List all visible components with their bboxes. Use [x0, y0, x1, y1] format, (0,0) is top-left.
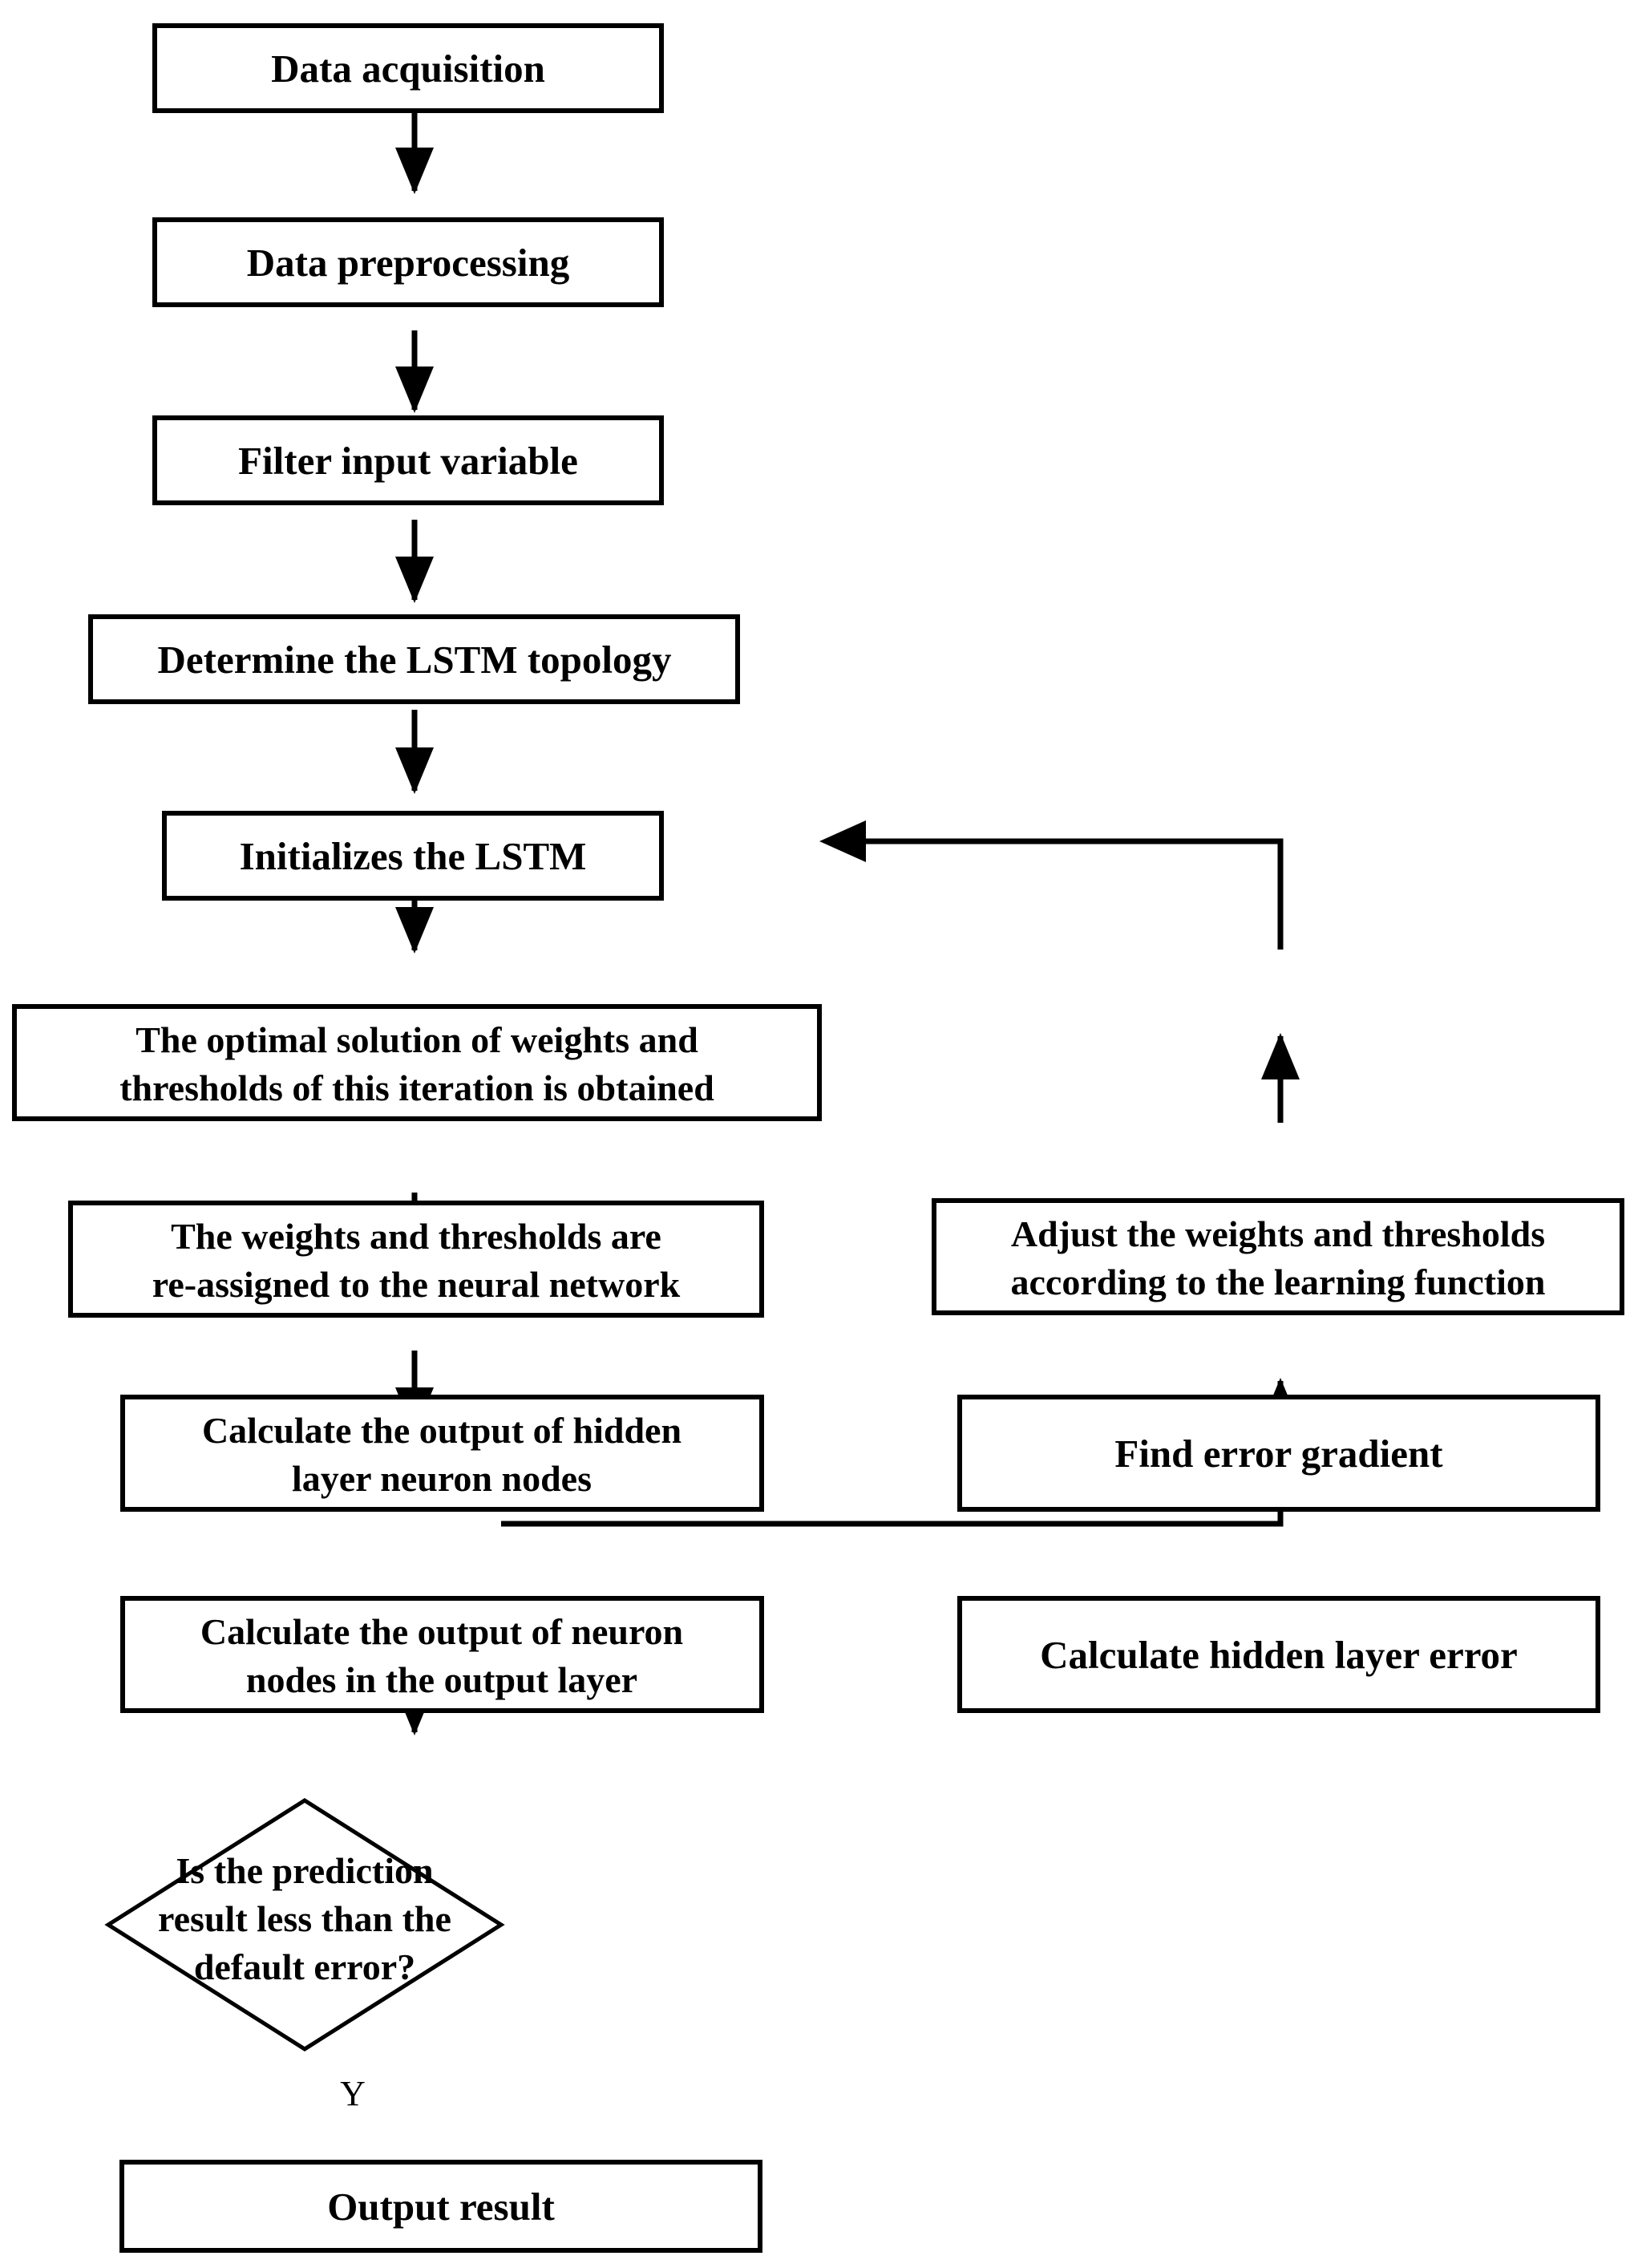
- node-reassign-weights[interactable]: The weights and thresholds are re-assign…: [68, 1201, 764, 1318]
- node-determine-topology[interactable]: Determine the LSTM topology: [88, 614, 740, 704]
- node-prediction-check-label-line3: default error?: [194, 1946, 415, 1987]
- edge-determine-topology-to-initializes-lstm: [395, 520, 434, 603]
- node-hidden-layer-error-label: Calculate hidden layer error: [1040, 1633, 1518, 1677]
- node-initializes-lstm-label: Initializes the LSTM: [240, 834, 587, 878]
- node-determine-topology-label: Determine the LSTM topology: [158, 638, 672, 682]
- node-adjust-weights[interactable]: Adjust the weights and thresholds accord…: [932, 1198, 1624, 1315]
- node-optimal-solution-label-line1: The optimal solution of weights and: [135, 1019, 698, 1060]
- node-hidden-output-label-line2: layer neuron nodes: [292, 1458, 592, 1499]
- node-reassign-weights-label-line2: re-assigned to the neural network: [152, 1264, 681, 1305]
- node-adjust-weights-label-line2: according to the learning function: [1011, 1262, 1546, 1302]
- node-data-acquisition-label: Data acquisition: [271, 47, 545, 91]
- node-output-layer-output-label-line1: Calculate the output of neuron: [200, 1611, 683, 1652]
- node-find-error-gradient[interactable]: Find error gradient: [957, 1395, 1600, 1512]
- node-data-acquisition[interactable]: Data acquisition: [152, 23, 664, 113]
- node-filter-input-variable[interactable]: Filter input variable: [152, 415, 664, 505]
- node-filter-input-variable-label: Filter input variable: [238, 439, 578, 483]
- node-optimal-solution-label-line2: thresholds of this iteration is obtained: [119, 1067, 714, 1108]
- node-output-result[interactable]: Output result: [119, 2160, 762, 2253]
- node-optimal-solution[interactable]: The optimal solution of weights and thre…: [12, 1004, 822, 1121]
- node-prediction-check-label-line1: Is the prediction: [176, 1850, 433, 1891]
- edge-label-yes-branch: Y: [340, 2074, 366, 2113]
- node-adjust-weights-label-line1: Adjust the weights and thresholds: [1011, 1213, 1545, 1254]
- node-initializes-lstm[interactable]: Initializes the LSTM: [162, 811, 664, 901]
- node-output-layer-output[interactable]: Calculate the output of neuron nodes in …: [120, 1596, 764, 1713]
- node-prediction-check[interactable]: Is the prediction result less than the d…: [104, 1798, 505, 2051]
- edge-filter-input-variable-to-determine-topology: [395, 330, 434, 413]
- edge-initializes-lstm-to-optimal-solution: [395, 710, 434, 794]
- node-prediction-check-label-line2: result less than the: [158, 1898, 451, 1939]
- node-output-result-label: Output result: [327, 2185, 555, 2229]
- node-hidden-layer-error[interactable]: Calculate hidden layer error: [957, 1596, 1600, 1713]
- node-output-layer-output-label-line2: nodes in the output layer: [246, 1659, 637, 1700]
- node-find-error-gradient-label: Find error gradient: [1114, 1432, 1443, 1476]
- edge-adjust-weights-to-optimal-solution: [819, 820, 1284, 950]
- node-hidden-output[interactable]: Calculate the output of hidden layer neu…: [120, 1395, 764, 1512]
- node-hidden-output-label-line1: Calculate the output of hidden: [202, 1410, 681, 1451]
- node-data-preprocessing-label: Data preprocessing: [247, 241, 570, 285]
- node-data-preprocessing[interactable]: Data preprocessing: [152, 217, 664, 307]
- node-reassign-weights-label-line1: The weights and thresholds are: [171, 1216, 661, 1257]
- edge-data-acquisition-to-data-preprocessing: [395, 111, 434, 194]
- edge-find-error-gradient-to-adjust-weights: [1261, 1033, 1300, 1123]
